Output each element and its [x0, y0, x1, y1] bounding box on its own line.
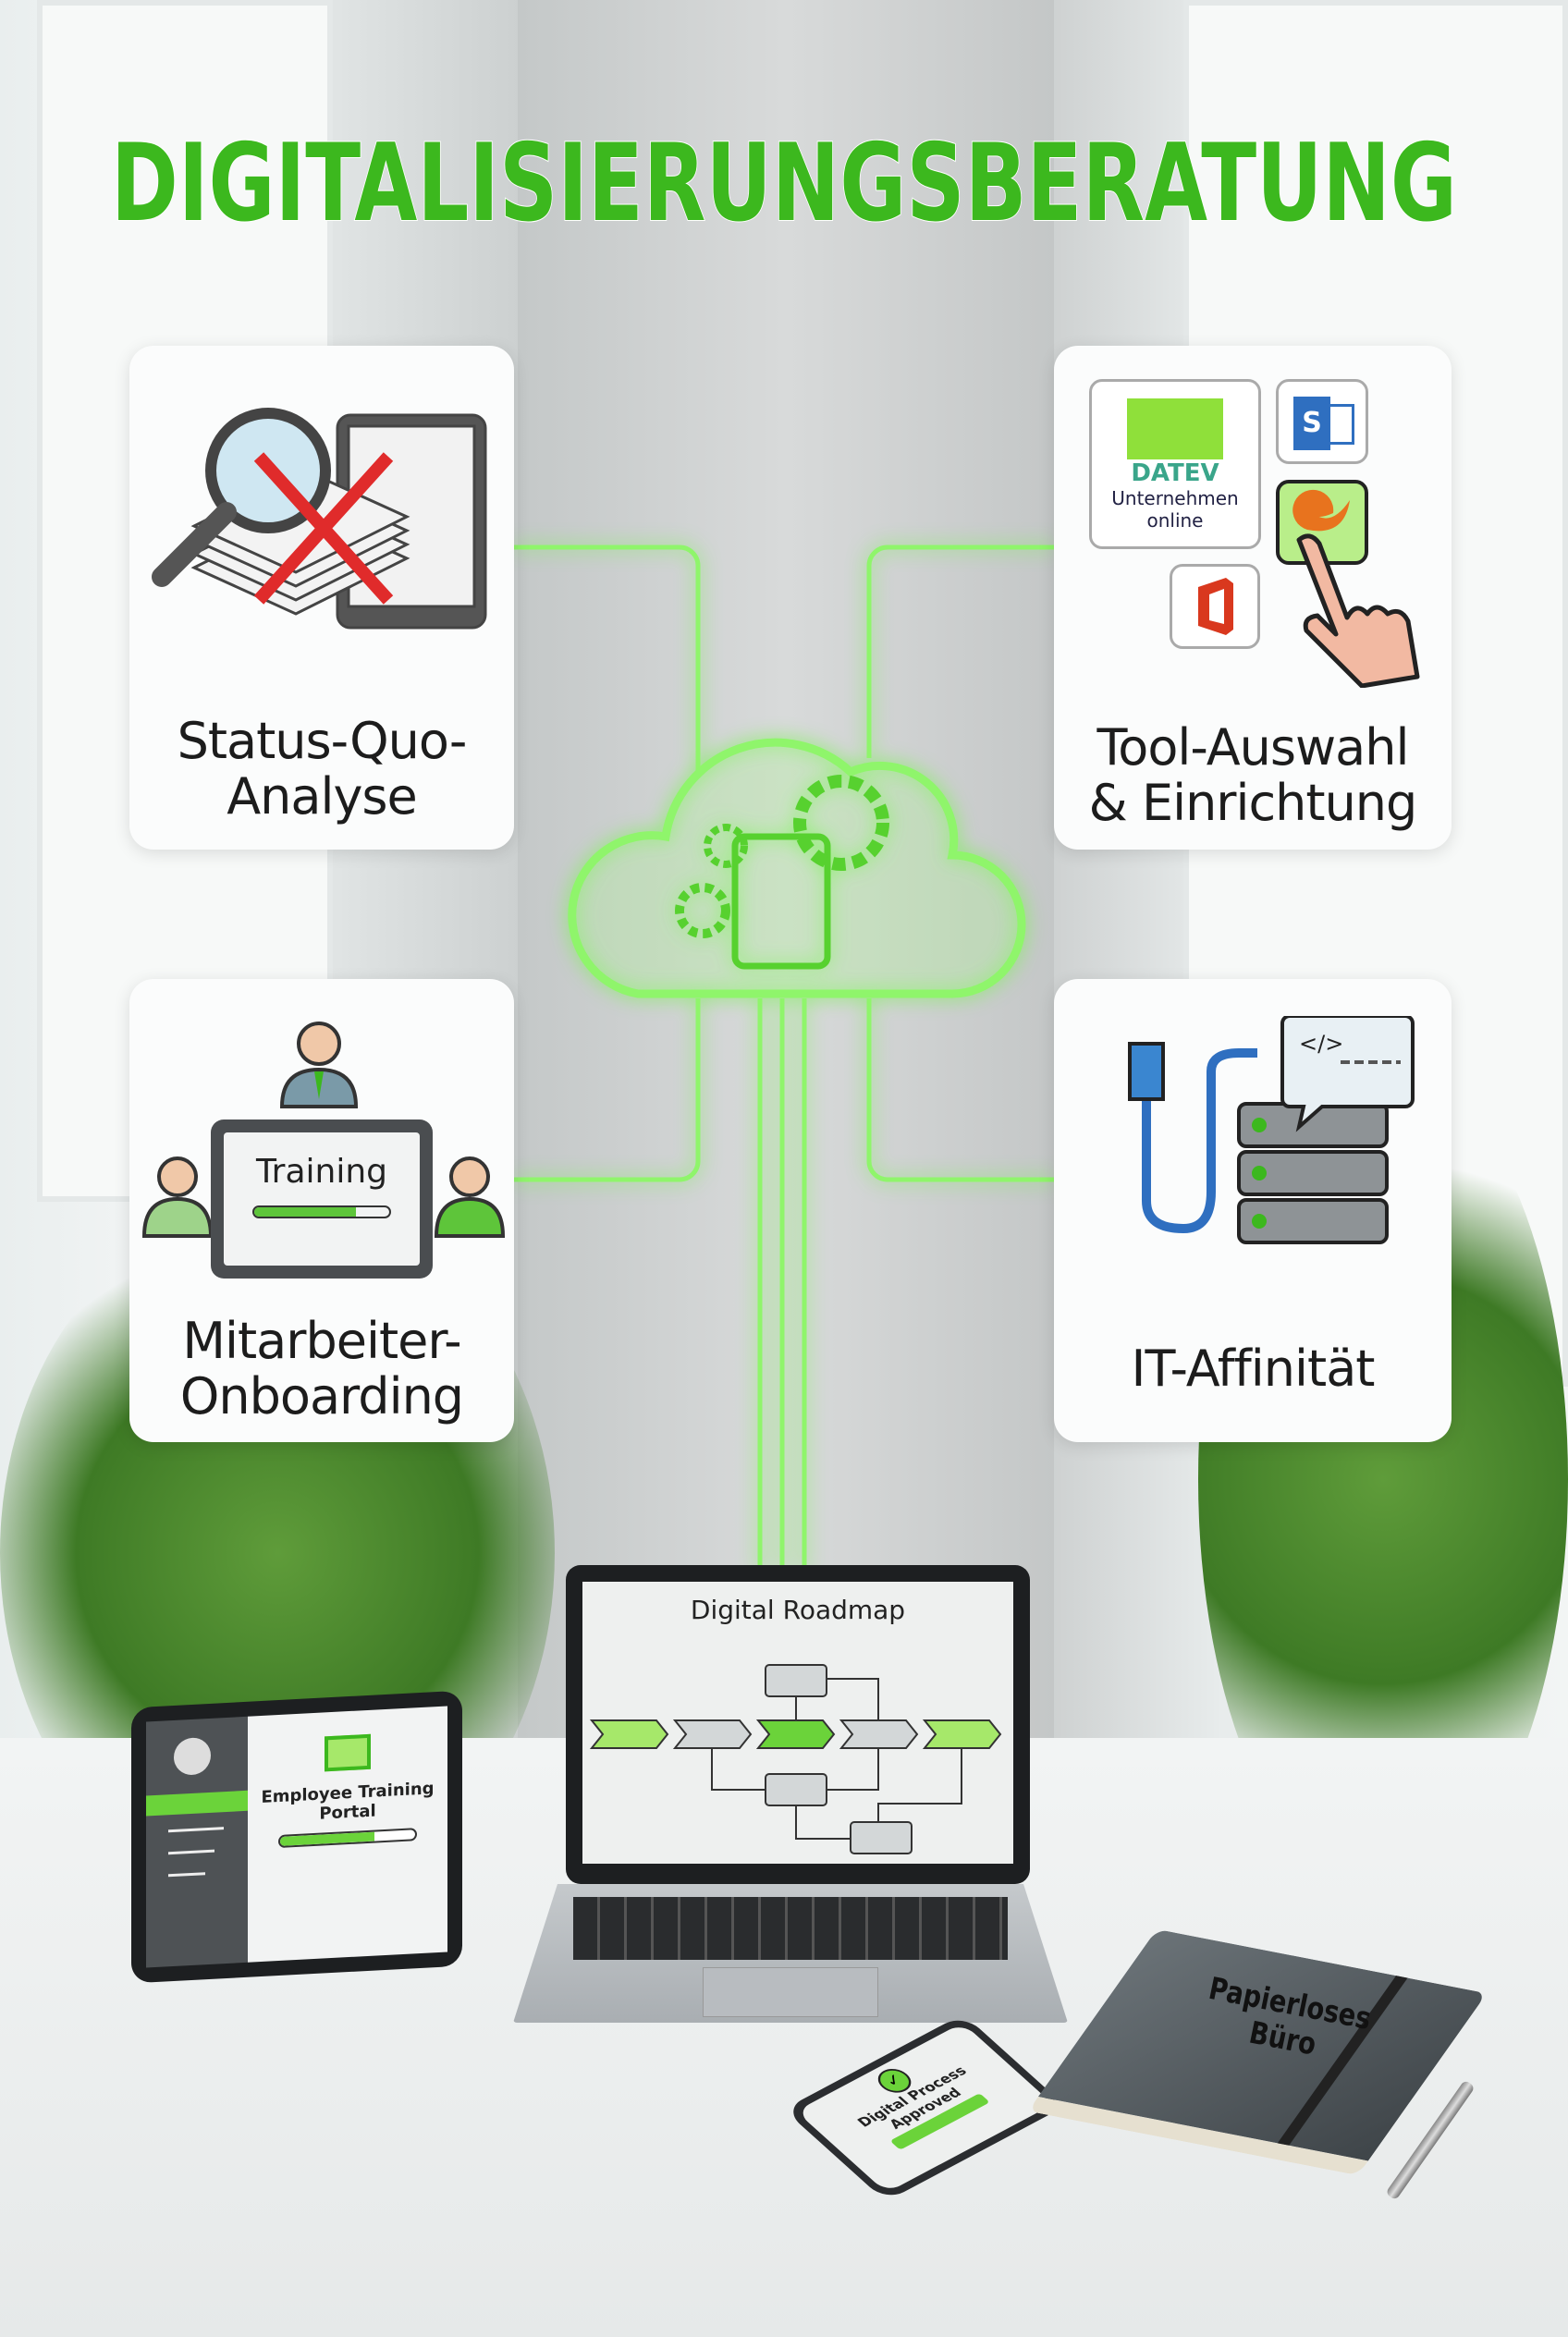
- datev-line2: online: [1146, 509, 1204, 532]
- training-progress-bar: [252, 1205, 391, 1218]
- card-it-affinitaet: </> IT-Affinität: [1054, 979, 1452, 1442]
- page-title-text: DIGITALISIERUNGSBERATUNG: [111, 121, 1457, 246]
- laptop-screen: Digital Roadmap: [582, 1582, 1013, 1864]
- card-label-line2: & Einrichtung: [1088, 774, 1418, 832]
- connector-status-quo: [514, 544, 701, 777]
- sharepoint-app-tile: S: [1276, 379, 1368, 464]
- card-label-line1: IT-Affinität: [1131, 1340, 1376, 1398]
- gear-icon-small: [675, 883, 730, 938]
- connector-it: [866, 998, 1054, 1182]
- ethernet-plug: [1128, 1042, 1165, 1101]
- roadmap-box-middle: [765, 1773, 827, 1806]
- training-progress-fill: [254, 1207, 356, 1217]
- tablet-sidebar: [146, 1716, 248, 1968]
- orange-app-icon: [1292, 489, 1350, 532]
- magnifier-papers-crossed-icon: [152, 408, 487, 630]
- roadmap-step-2: [672, 1719, 753, 1749]
- card-label-line1: Status-Quo-: [177, 712, 468, 770]
- roadmap-step-4: [839, 1719, 919, 1749]
- roadmap-flowchart: [589, 1664, 1002, 1854]
- connector-tool: [866, 544, 1054, 758]
- roadmap-step-5: [922, 1719, 1002, 1749]
- center-wall: [518, 0, 1054, 1738]
- card-status-quo-analyse: Status-Quo- Analyse: [129, 346, 514, 850]
- office-app-tile: [1170, 564, 1260, 649]
- cloud-icon: [568, 738, 1026, 998]
- card-mitarbeiter-onboarding: Training Mitarbeiter- Onboarding: [129, 979, 514, 1442]
- card-tool-auswahl: DATEV Unternehmen online S Tool-Auswahl …: [1054, 346, 1452, 850]
- server-cable-code-icon: </>: [1128, 1016, 1415, 1244]
- laptop-keyboard-deck: [513, 1884, 1068, 2023]
- person-icon-left: [141, 1156, 214, 1238]
- avatar: [174, 1736, 211, 1776]
- datev-line1: Unternehmen: [1111, 487, 1239, 509]
- datev-logo-block: [1127, 398, 1223, 459]
- roadmap-step-1: [589, 1719, 669, 1749]
- sharepoint-icon-pane: [1327, 404, 1354, 445]
- card-label-line1: Mitarbeiter-: [182, 1312, 461, 1370]
- sidebar-item: [168, 1827, 224, 1833]
- roadmap-box-top: [765, 1664, 827, 1697]
- page-title: DIGITALISIERUNGSBERATUNG: [110, 120, 1458, 247]
- monitor-person-icon: [325, 1733, 371, 1772]
- roadmap-step-3: [755, 1719, 836, 1749]
- phone-line2: Approved: [885, 2085, 965, 2133]
- sidebar-item: [168, 1849, 214, 1855]
- laptop-keyboard: [573, 1897, 1008, 1960]
- tablet-icon: [731, 833, 831, 970]
- network-cable: [1142, 1048, 1257, 1234]
- sidebar-item: [168, 1872, 205, 1878]
- training-tablet: Training: [211, 1120, 433, 1279]
- portal-progress-fill: [280, 1831, 375, 1846]
- person-icon-top: [279, 1022, 359, 1108]
- speech-bubble-icon: [1280, 1016, 1415, 1132]
- datev-app-tile: DATEV Unternehmen online: [1089, 379, 1261, 549]
- connector-laptop: [757, 998, 807, 1572]
- datev-brand: DATEV: [1131, 459, 1219, 487]
- roadmap-box-bottom: [850, 1821, 913, 1854]
- sidebar-item-active: [146, 1790, 248, 1817]
- gear-icon-small-2: [704, 824, 748, 868]
- training-label: Training: [255, 1153, 388, 1191]
- laptop-trackpad: [703, 1967, 878, 2017]
- office-icon: [1198, 578, 1233, 635]
- connector-onboarding: [514, 998, 701, 1182]
- pointing-hand-icon: [1296, 533, 1420, 688]
- card-label-line2: Analyse: [227, 767, 418, 826]
- sharepoint-icon: S: [1293, 397, 1330, 450]
- roadmap-title: Digital Roadmap: [690, 1595, 906, 1625]
- code-tag: </>: [1299, 1031, 1343, 1057]
- person-icon-right: [434, 1156, 506, 1238]
- tablet-content: Employee Training Portal: [248, 1706, 447, 1963]
- gear-icon: [793, 775, 889, 871]
- card-label-line1: Tool-Auswahl: [1096, 718, 1410, 777]
- server-rack-icon: [1237, 1102, 1389, 1244]
- card-label-line2: Onboarding: [179, 1367, 464, 1425]
- laptop: Digital Roadmap: [566, 1565, 1030, 1884]
- portal-progress-bar: [278, 1828, 417, 1849]
- tablet: Employee Training Portal: [131, 1690, 462, 1984]
